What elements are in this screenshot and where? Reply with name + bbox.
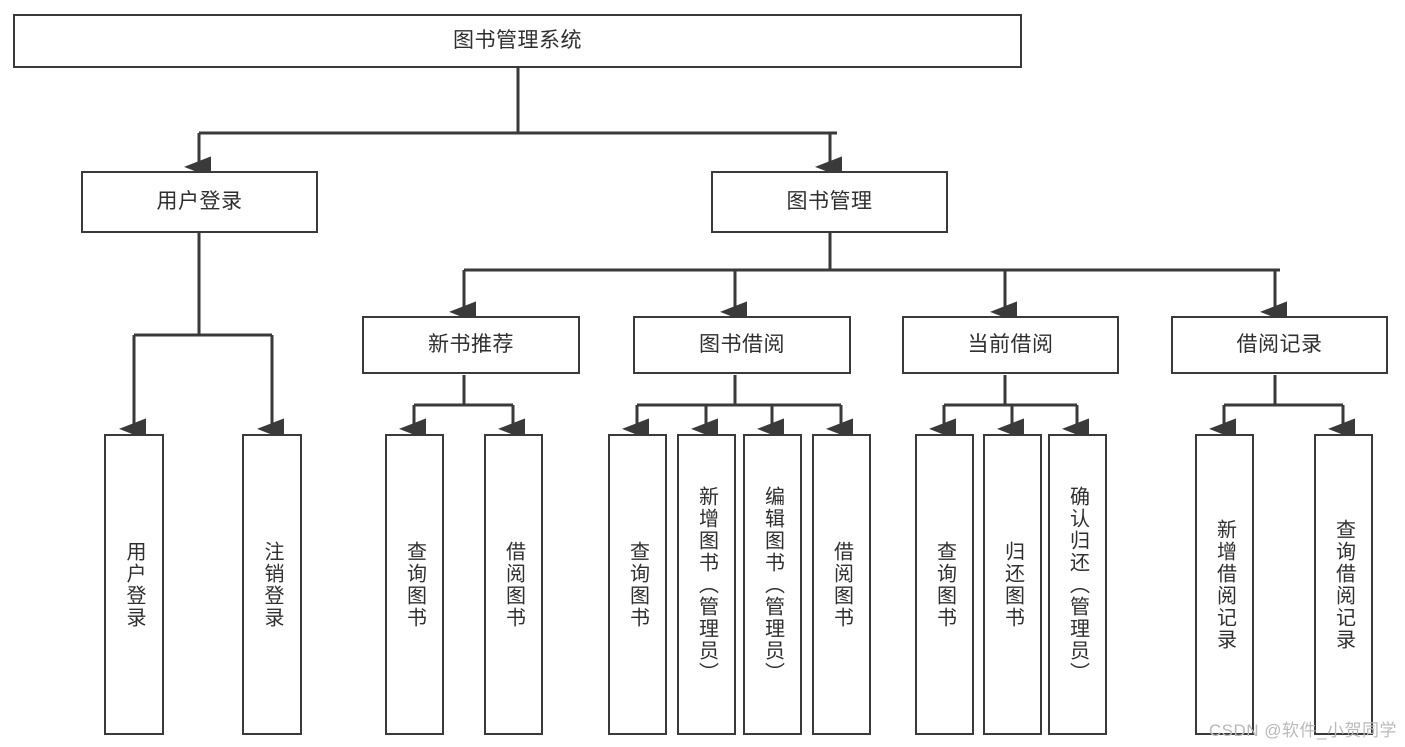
node-current-borrow-label: 当前借阅 bbox=[967, 332, 1054, 356]
node-borrow-record-label: 借阅记录 bbox=[1236, 332, 1323, 356]
node-leaf-logout-login-label: 注销登录 bbox=[261, 540, 283, 629]
node-leaf-borrow-book-1[interactable]: 借阅图书 bbox=[484, 434, 543, 735]
node-leaf-query-book-2[interactable]: 查询图书 bbox=[608, 434, 667, 735]
node-leaf-borrow-book-2-label: 借阅图书 bbox=[830, 540, 853, 629]
node-leaf-query-book-1-label: 查询图书 bbox=[403, 540, 426, 629]
node-leaf-return-book-label: 归还图书 bbox=[1001, 540, 1024, 629]
node-leaf-edit-book[interactable]: 编辑图书（管理员） bbox=[743, 434, 802, 735]
node-leaf-query-book-3[interactable]: 查询图书 bbox=[915, 434, 974, 735]
node-leaf-edit-book-label: 编辑图书（管理员） bbox=[761, 485, 784, 684]
node-leaf-user-login[interactable]: 用户登录 bbox=[104, 434, 164, 735]
node-leaf-query-record[interactable]: 查询借阅记录 bbox=[1314, 434, 1373, 735]
node-leaf-query-book-3-label: 查询图书 bbox=[933, 540, 956, 629]
node-leaf-user-login-label: 用户登录 bbox=[123, 540, 145, 629]
node-book-manage[interactable]: 图书管理 bbox=[711, 171, 948, 233]
node-user-login-label: 用户登录 bbox=[156, 189, 243, 213]
node-new-book-recommend[interactable]: 新书推荐 bbox=[362, 316, 580, 374]
node-current-borrow[interactable]: 当前借阅 bbox=[902, 316, 1119, 374]
node-leaf-logout-login[interactable]: 注销登录 bbox=[242, 434, 302, 735]
node-leaf-return-book[interactable]: 归还图书 bbox=[983, 434, 1042, 735]
node-leaf-borrow-book-2[interactable]: 借阅图书 bbox=[812, 434, 871, 735]
node-leaf-query-book-1[interactable]: 查询图书 bbox=[385, 434, 444, 735]
node-leaf-query-book-2-label: 查询图书 bbox=[626, 540, 649, 629]
node-leaf-borrow-book-1-label: 借阅图书 bbox=[502, 540, 525, 629]
node-leaf-add-record-label: 新增借阅记录 bbox=[1213, 518, 1236, 651]
node-leaf-confirm-return-label: 确认归还（管理员） bbox=[1066, 485, 1089, 684]
node-root-label: 图书管理系统 bbox=[453, 28, 582, 52]
node-book-manage-label: 图书管理 bbox=[786, 189, 873, 213]
node-leaf-query-record-label: 查询借阅记录 bbox=[1332, 518, 1355, 651]
node-leaf-add-record[interactable]: 新增借阅记录 bbox=[1195, 434, 1254, 735]
node-leaf-add-book-label: 新增图书（管理员） bbox=[695, 485, 718, 684]
node-book-borrow[interactable]: 图书借阅 bbox=[633, 316, 851, 374]
node-user-login[interactable]: 用户登录 bbox=[81, 171, 318, 233]
node-book-borrow-label: 图书借阅 bbox=[699, 332, 785, 356]
node-new-book-recommend-label: 新书推荐 bbox=[428, 332, 514, 356]
node-root[interactable]: 图书管理系统 bbox=[13, 14, 1022, 68]
node-borrow-record[interactable]: 借阅记录 bbox=[1171, 316, 1388, 374]
node-leaf-confirm-return[interactable]: 确认归还（管理员） bbox=[1048, 434, 1107, 735]
node-leaf-add-book[interactable]: 新增图书（管理员） bbox=[677, 434, 736, 735]
